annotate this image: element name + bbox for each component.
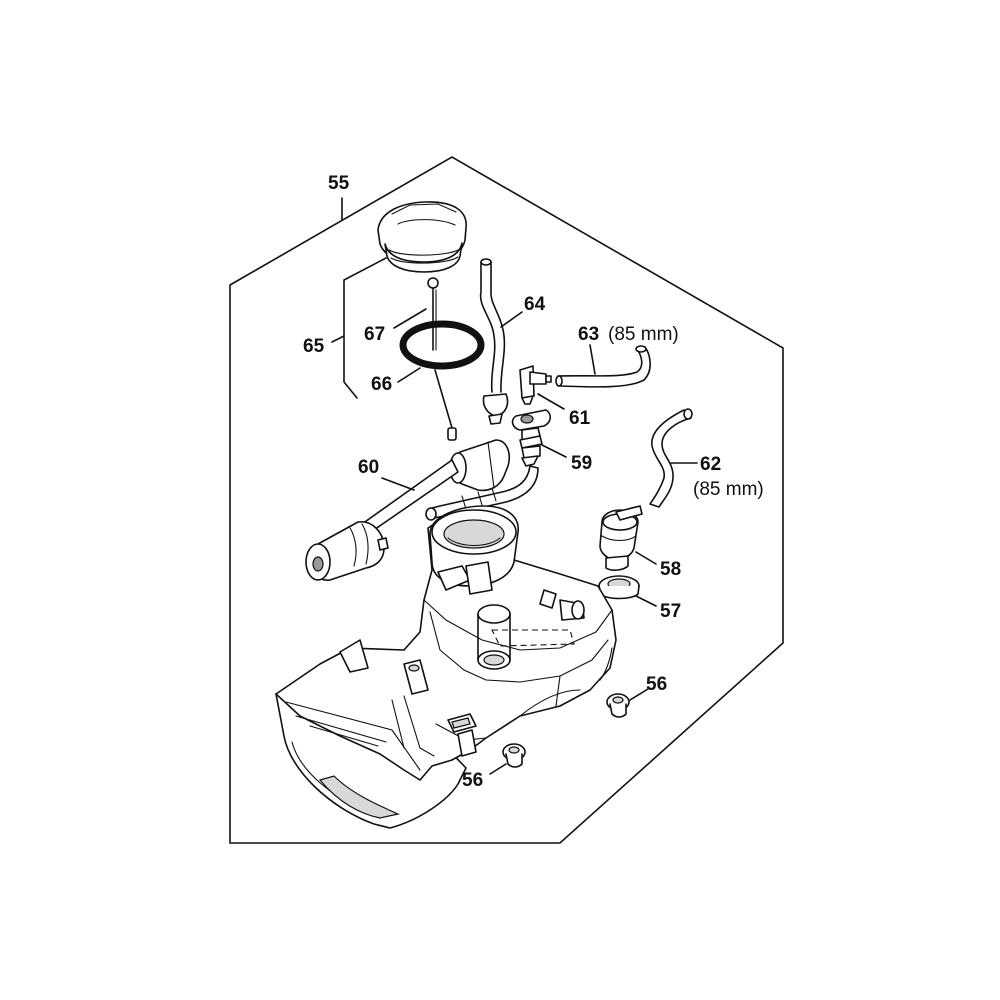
fuel-pickup [305,439,539,581]
label-58: 58 [660,559,681,580]
vent-hose [479,258,509,425]
grommet-59 [511,409,552,467]
plug-56-right [606,693,630,718]
leader-58 [635,551,657,565]
leader-57 [635,595,657,607]
label-65: 65 [303,336,325,357]
elbow-fitting [519,365,552,405]
label-56-left: 56 [462,770,483,791]
leader-67 [393,308,427,329]
label-67: 67 [364,324,385,345]
assembly-frame [229,156,784,844]
leader-56-left [489,763,507,775]
label-60: 60 [358,457,379,478]
hose-63 [555,345,651,388]
fuel-tank [275,505,617,829]
label-63: 63 [578,324,599,345]
leader-65 [331,335,345,343]
label-64: 64 [524,294,546,315]
label-56-right: 56 [646,674,667,695]
plug-56-left [502,743,526,768]
label-62-length: (85 mm) [693,479,764,500]
leader-56-right [629,688,649,701]
leader-61 [537,393,565,410]
vent-valve [599,505,643,571]
label-57: 57 [660,601,681,622]
label-59: 59 [571,453,592,474]
label-62: 62 [700,454,721,475]
leader-64 [500,311,523,328]
leader-66 [397,367,421,383]
leader-59 [541,444,567,458]
fuel-cap [377,201,467,273]
retainer-pin [427,277,457,441]
hose-62 [649,408,693,508]
leader-63 [589,344,596,375]
label-61: 61 [569,408,591,429]
label-66: 66 [371,374,392,395]
leader-60 [381,477,415,491]
label-55: 55 [328,173,350,194]
o-ring [399,320,485,370]
bracket-65 [343,257,387,399]
grommet-57 [598,575,640,600]
label-63-length: (85 mm) [608,324,679,345]
